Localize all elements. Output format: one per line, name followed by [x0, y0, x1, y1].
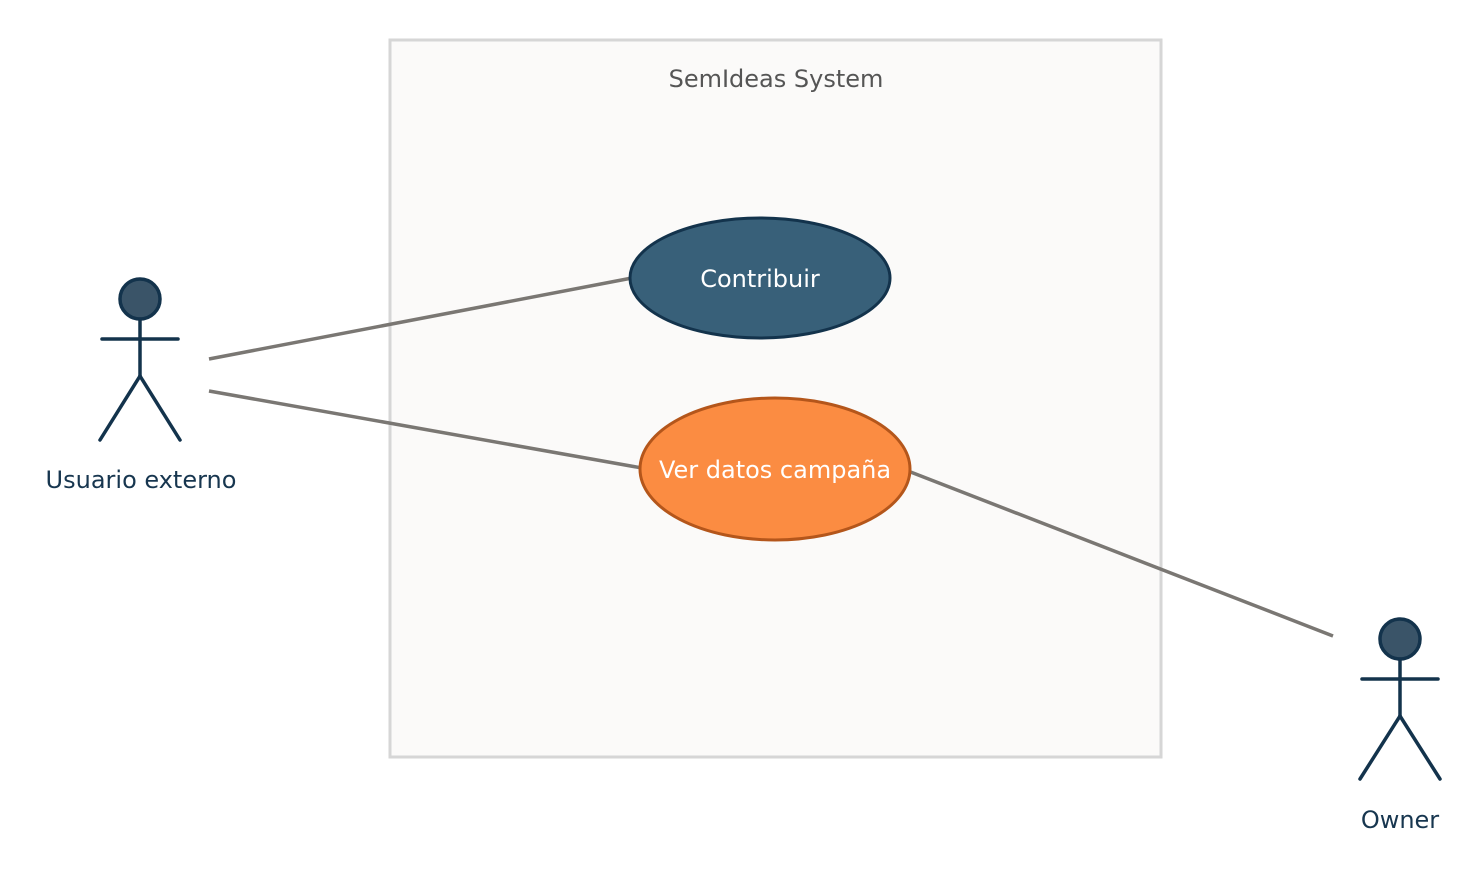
- association-owner-ver-datos[interactable]: [907, 469, 1334, 638]
- system-title: SemIdeas System: [669, 65, 884, 93]
- actor-owner[interactable]: [1358, 617, 1442, 781]
- actor-owner-label: Owner: [1361, 806, 1439, 834]
- actor-owner-left-leg: [1358, 714, 1402, 781]
- actor-usuario-externo-label: Usuario externo: [46, 466, 237, 494]
- actor-usuario-externo[interactable]: [98, 277, 182, 442]
- use-case-ver-datos-campana-shape[interactable]: [638, 396, 912, 542]
- actor-usuario-externo-left-leg: [98, 374, 142, 442]
- actor-usuario-externo-head: [118, 277, 162, 321]
- use-case-ver-datos-campana[interactable]: Ver datos campaña: [638, 396, 912, 542]
- use-case-contribuir[interactable]: Contribuir: [628, 216, 892, 340]
- use-case-ver-datos-campana-label: Ver datos campaña: [659, 456, 891, 484]
- associations: [208, 276, 1334, 638]
- association-usuario-contribuir[interactable]: [208, 276, 633, 361]
- use-case-contribuir-shape[interactable]: [628, 216, 892, 340]
- use-case-contribuir-label: Contribuir: [700, 265, 820, 293]
- association-usuario-ver-datos[interactable]: [208, 389, 643, 470]
- actor-owner-head: [1378, 617, 1422, 661]
- actor-usuario-externo-right-leg: [138, 374, 182, 442]
- actor-owner-right-leg: [1398, 714, 1442, 781]
